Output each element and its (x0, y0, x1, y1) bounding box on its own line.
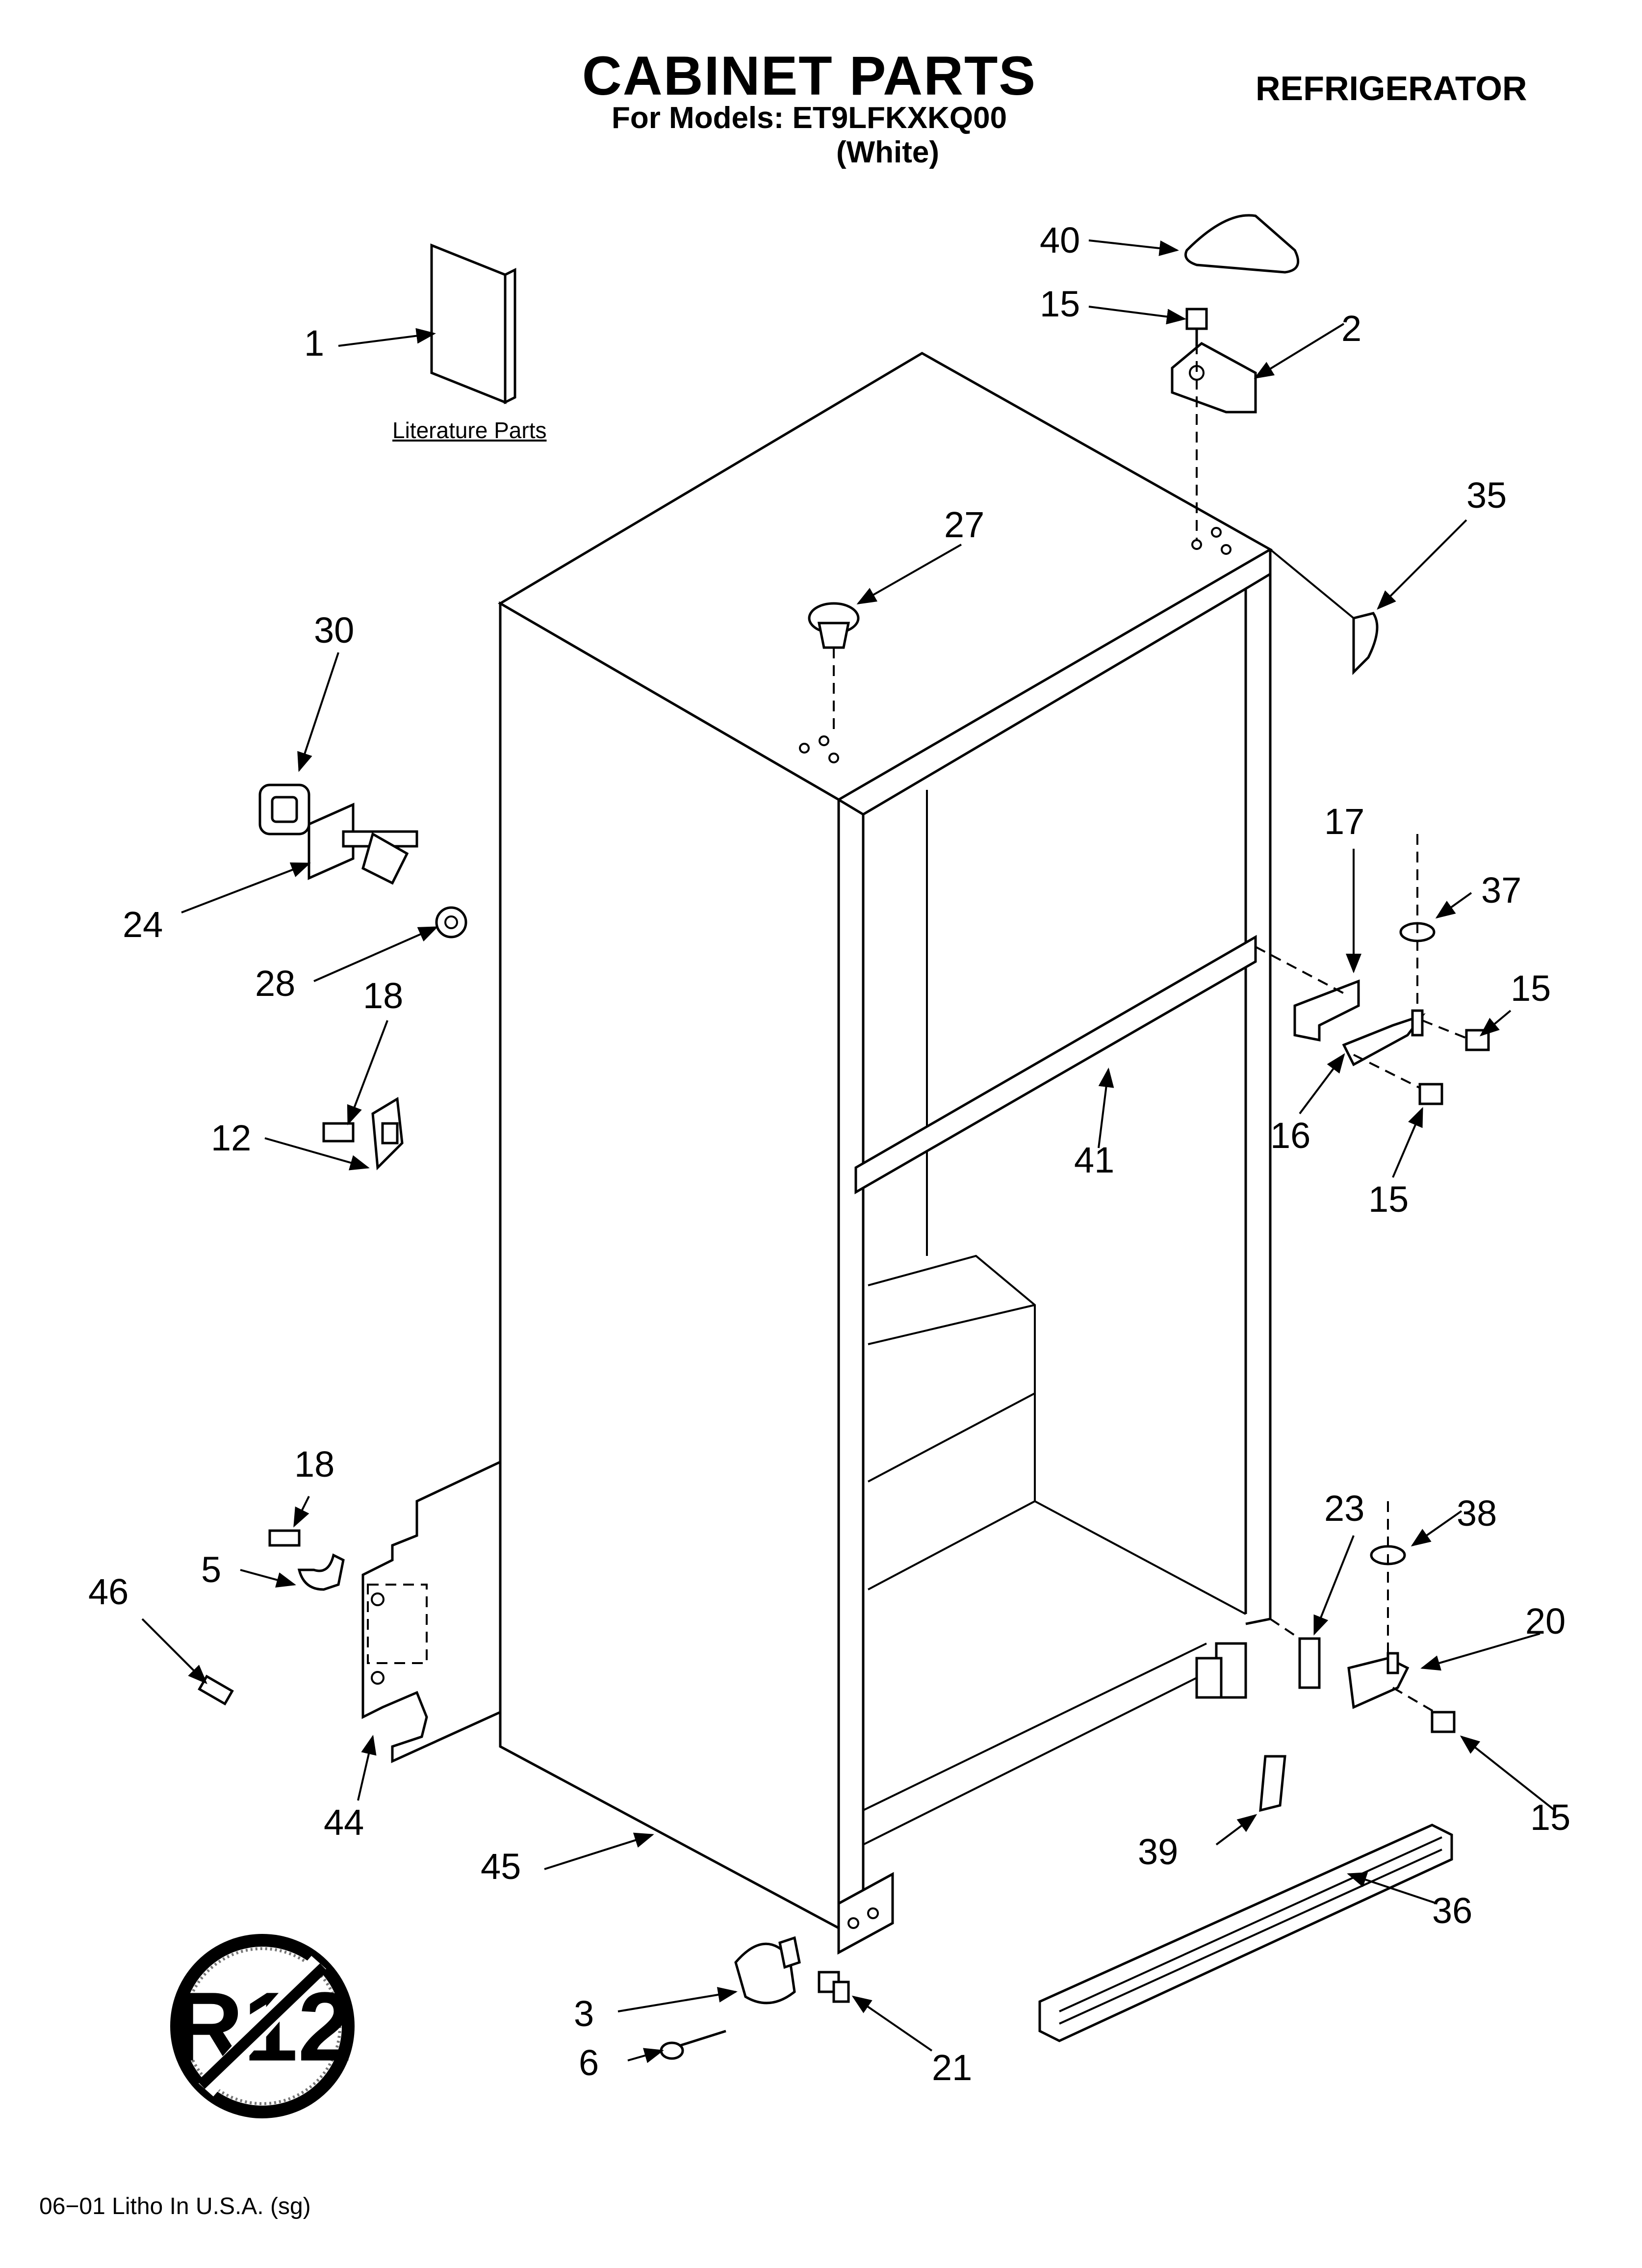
callout-2: 2 (1341, 308, 1361, 349)
center-hinge-16-17 (1255, 834, 1490, 1105)
callout-36: 36 (1432, 1890, 1472, 1931)
callout-41: 41 (1074, 1140, 1114, 1180)
callout-39: 39 (1138, 1831, 1178, 1872)
callout-44: 44 (324, 1802, 364, 1843)
callout-15-mid-lower: 15 (1368, 1179, 1409, 1220)
literature-pack-1 (430, 243, 516, 405)
callout-21: 21 (932, 2047, 972, 2088)
callout-15-mid-right: 15 (1511, 968, 1551, 1009)
page-title: CABINET PARTS (582, 45, 1037, 106)
cabinet-shell (498, 352, 1273, 1955)
bottom-hinge-20-23 (1195, 1501, 1456, 1733)
callout-23: 23 (1324, 1488, 1364, 1529)
callout-16: 16 (1270, 1115, 1310, 1156)
callout-28: 28 (255, 963, 295, 1004)
callout-17: 17 (1324, 801, 1364, 842)
callout-12: 12 (211, 1118, 251, 1158)
toe-grille-36 (1038, 1824, 1453, 2042)
callout-1: 1 (304, 323, 324, 364)
models-line: For Models: ET9LFKXKQ00 (611, 101, 1007, 135)
hinge-cover-40 (1184, 214, 1300, 274)
callout-38: 38 (1457, 1493, 1497, 1534)
callout-27: 27 (944, 504, 984, 545)
leader-lines (141, 239, 1556, 2063)
callout-40: 40 (1040, 220, 1080, 261)
grille-clip-39 (1259, 1755, 1286, 1812)
callout-30: 30 (314, 610, 354, 651)
callout-46: 46 (88, 1571, 128, 1612)
pin-assembly-30-24-28 (258, 783, 467, 938)
callout-35: 35 (1466, 475, 1507, 516)
callout-numbers: 1 40 15 2 35 27 30 24 28 18 12 17 37 15 … (88, 220, 1570, 2088)
callout-3: 3 (574, 1993, 594, 2034)
callout-18-lower: 18 (294, 1444, 334, 1485)
callout-20: 20 (1525, 1601, 1565, 1642)
side-bracket-44 (198, 1460, 501, 1763)
color-line: (White) (836, 135, 940, 169)
callout-24: 24 (123, 904, 163, 945)
callout-45: 45 (481, 1846, 521, 1887)
callout-37: 37 (1481, 870, 1521, 911)
door-stop-12 (322, 1096, 404, 1171)
callout-18-upper: 18 (363, 975, 403, 1016)
divider-bar-41 (854, 935, 1257, 1195)
hinge-trim-35 (1352, 612, 1379, 676)
literature-parts-label: Literature Parts (392, 417, 547, 443)
leveling-parts-3-6-21 (660, 1936, 850, 2060)
appliance-type: REFRIGERATOR (1256, 69, 1527, 107)
cabinet-plug-27 (808, 602, 860, 736)
top-hinge-2 (1171, 308, 1257, 540)
callout-6: 6 (579, 2042, 599, 2083)
no-r12-symbol: R12 (170, 1934, 355, 2118)
footer-print-info: 06−01 Litho In U.S.A. (sg) (39, 2193, 311, 2219)
callout-15-bottom: 15 (1530, 1797, 1570, 1838)
callout-5: 5 (201, 1549, 221, 1590)
callout-15-top: 15 (1040, 284, 1080, 324)
